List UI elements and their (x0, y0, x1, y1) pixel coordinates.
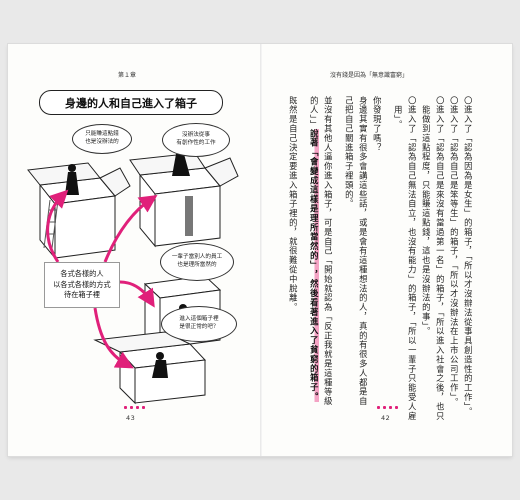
page-dots-right (377, 406, 398, 409)
speech-bubble-2: 沒辦法從事 有創作性的工作 (162, 123, 230, 157)
text-column-7: 你發現了嗎？ (372, 96, 383, 153)
page-dots-left (124, 406, 145, 409)
text-column-6: 用」。 (393, 96, 404, 130)
text-column-4: 能做到這點程度，只能賺這點錢，這也是沒辦法的事」。 (421, 96, 432, 337)
speech-bubble-4: 進入這個箱子裡 是很正常的吧？ (161, 306, 237, 342)
speech-bubble-3: 一輩子當別人的員工 也是理所當然的 (160, 243, 234, 281)
page-number-left: 43 (126, 414, 136, 422)
page-number-right: 42 (381, 414, 391, 422)
running-head-right: 沒有錢是因為「無意識富窮」 (330, 72, 409, 79)
pillar (185, 196, 193, 236)
spread-overlay (8, 44, 512, 456)
open-box-4 (93, 331, 207, 405)
text-column-1: 〇進入了「認為因為是女生」的箱子，「所以才沒辦法從事具創造性的工作」。 (463, 96, 474, 417)
text-column-5: 〇進入了「認為自己無法自立，也沒有能力」的箱子，「所以一輩子只能受人雇 (407, 96, 418, 421)
speech-bubble-1: 只能賺這點錢 也是沒辦法的 (72, 124, 132, 154)
text-column-9: 己把自己關進箱子裡頭的。 (344, 96, 355, 209)
running-head-left: 第１章 (118, 72, 137, 79)
pink-arrows (46, 189, 158, 369)
text-column-2: 〇進入了「認為自己是笨等生」的箱子，「所以才沒辦法在上市公司工作」。 (449, 96, 460, 408)
text-column-11: 的人」」說著「會變成這樣是理所當然的」，然後看著進入了貧窮的箱子。 (309, 96, 320, 403)
center-caption: 各式各樣的人 以各式各樣的方式 待在箱子裡 (44, 262, 120, 308)
highlighted-phrase: 說著「會變成這樣是理所當然的」，然後看著進入了貧窮的箱子。 (309, 129, 320, 403)
text-column-8: 身邊其實有很多會講這些話，或是會有這種想法的人，真的有很多人都是自 (358, 96, 369, 407)
illustration-title: 身邊的人和自己進入了箱子 (39, 90, 223, 115)
book-gutter (260, 44, 262, 456)
text-column-11-lead: 的人」」 (309, 96, 320, 130)
text-column-12: 既然是自己決定要進入箱子裡的，就很難從中脫離。 (288, 96, 299, 313)
text-column-3: 〇進入了「認為自己是來沒有當過第一名」的箱子，「所以進入社會之後，也只 (435, 96, 446, 421)
text-column-10: 並沒有其他人逼你進入箱子，可是自己「開始就認為「反正我就是這種等級 (323, 96, 334, 407)
